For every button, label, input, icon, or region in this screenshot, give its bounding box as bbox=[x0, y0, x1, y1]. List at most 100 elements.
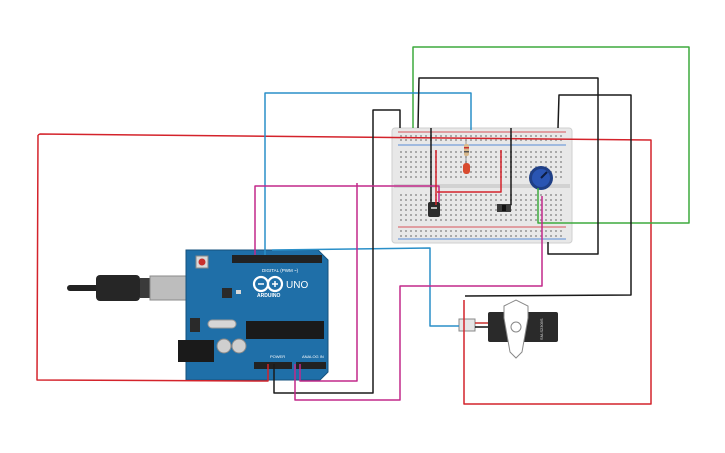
breadboard-hole bbox=[560, 135, 562, 137]
breadboard-hole bbox=[515, 171, 517, 173]
breadboard-hole bbox=[515, 214, 517, 216]
wire-magenta-digital[interactable] bbox=[254, 185, 440, 255]
breadboard-hole bbox=[415, 194, 417, 196]
breadboard-hole bbox=[525, 219, 527, 221]
wire-magenta-analog-2[interactable] bbox=[294, 196, 543, 401]
breadboard-hole bbox=[435, 235, 437, 237]
wire-red-button[interactable] bbox=[437, 150, 502, 193]
breadboard-hole bbox=[490, 171, 492, 173]
breadboard-hole bbox=[545, 135, 547, 137]
capacitor-1 bbox=[216, 338, 232, 354]
breadboard-hole bbox=[445, 235, 447, 237]
breadboard-hole bbox=[550, 161, 552, 163]
breadboard-hole bbox=[530, 194, 532, 196]
breadboard-hole bbox=[480, 230, 482, 232]
breadboard-hole bbox=[485, 139, 487, 141]
breadboard-hole bbox=[550, 156, 552, 158]
resistor[interactable] bbox=[464, 140, 469, 160]
breadboard-hole bbox=[485, 156, 487, 158]
breadboard-hole bbox=[520, 214, 522, 216]
potentiometer-indicator bbox=[540, 171, 548, 179]
breadboard-hole bbox=[490, 199, 492, 201]
breadboard-hole bbox=[455, 209, 457, 211]
breadboard-hole bbox=[415, 209, 417, 211]
breadboard-hole bbox=[555, 151, 557, 153]
breadboard-hole bbox=[480, 171, 482, 173]
breadboard-hole bbox=[560, 235, 562, 237]
usb-plug-body[interactable] bbox=[96, 275, 140, 301]
servo-motor[interactable]: SM-S2309S bbox=[458, 299, 558, 359]
breadboard-hole bbox=[425, 219, 427, 221]
breadboard-hole bbox=[470, 135, 472, 137]
breadboard-hole bbox=[470, 209, 472, 211]
red-led[interactable] bbox=[463, 160, 470, 174]
wire-black-ground-left[interactable] bbox=[273, 109, 401, 394]
breadboard-hole bbox=[450, 214, 452, 216]
breadboard-hole bbox=[465, 214, 467, 216]
push-button-cap bbox=[502, 205, 506, 211]
breadboard-hole bbox=[525, 199, 527, 201]
breadboard-hole bbox=[490, 235, 492, 237]
wire-blue-servo[interactable] bbox=[271, 247, 459, 327]
wire-black-servo-ground[interactable] bbox=[464, 94, 632, 297]
breadboard-hole bbox=[455, 199, 457, 201]
breadboard-hole bbox=[495, 171, 497, 173]
push-button[interactable] bbox=[497, 204, 511, 212]
breadboard-hole bbox=[430, 235, 432, 237]
breadboard-hole bbox=[480, 166, 482, 168]
breadboard-hole bbox=[405, 204, 407, 206]
breadboard-hole bbox=[545, 156, 547, 158]
breadboard-hole bbox=[490, 166, 492, 168]
breadboard-hole bbox=[495, 135, 497, 137]
rotary-potentiometer[interactable] bbox=[529, 166, 553, 190]
breadboard-hole bbox=[510, 235, 512, 237]
tmp-sensor[interactable] bbox=[428, 202, 440, 217]
wire-green-pot[interactable] bbox=[412, 46, 690, 224]
breadboard-hole bbox=[490, 214, 492, 216]
breadboard-hole bbox=[545, 214, 547, 216]
breadboard-hole bbox=[455, 230, 457, 232]
wire-red-power-rail[interactable] bbox=[37, 133, 652, 405]
breadboard-hole bbox=[470, 156, 472, 158]
breadboard-hole bbox=[540, 219, 542, 221]
breadboard-hole bbox=[455, 166, 457, 168]
breadboard-hole bbox=[410, 161, 412, 163]
breadboard-hole bbox=[515, 209, 517, 211]
wire-black-ground-top[interactable] bbox=[417, 77, 599, 255]
breadboard-hole bbox=[445, 166, 447, 168]
breadboard-hole bbox=[525, 230, 527, 232]
breadboard-hole bbox=[440, 166, 442, 168]
breadboard-hole bbox=[505, 156, 507, 158]
breadboard-hole bbox=[420, 209, 422, 211]
breadboard-hole bbox=[525, 156, 527, 158]
breadboard-hole bbox=[415, 161, 417, 163]
arduino-uno[interactable]: DIGITAL (PWM ~) UNO ARDUINO POWER ANALOG… bbox=[67, 249, 329, 381]
breadboard-hole bbox=[545, 204, 547, 206]
breadboard-hole bbox=[475, 161, 477, 163]
breadboard-hole bbox=[535, 204, 537, 206]
breadboard-hole bbox=[455, 139, 457, 141]
breadboard-hole bbox=[560, 214, 562, 216]
wire-blue-led[interactable] bbox=[264, 92, 472, 255]
breadboard-hole bbox=[415, 151, 417, 153]
breadboard-hole bbox=[535, 214, 537, 216]
wire-red-5v[interactable] bbox=[36, 134, 269, 382]
breadboard-hole bbox=[405, 209, 407, 211]
breadboard-hole bbox=[550, 194, 552, 196]
breadboard-hole bbox=[410, 171, 412, 173]
breadboard-hole bbox=[515, 204, 517, 206]
breadboard-hole bbox=[410, 135, 412, 137]
breadboard-hole bbox=[535, 209, 537, 211]
breadboard-hole bbox=[535, 151, 537, 153]
breadboard-hole bbox=[520, 199, 522, 201]
wires[interactable] bbox=[36, 46, 690, 405]
breadboard-hole bbox=[405, 230, 407, 232]
breadboard-hole bbox=[525, 209, 527, 211]
wire-magenta-analog-1[interactable] bbox=[299, 183, 358, 382]
breadboard-hole bbox=[405, 219, 407, 221]
breadboard-hole bbox=[470, 204, 472, 206]
breadboard-hole bbox=[490, 176, 492, 178]
breadboard-hole bbox=[495, 156, 497, 158]
breadboard-hole bbox=[450, 194, 452, 196]
